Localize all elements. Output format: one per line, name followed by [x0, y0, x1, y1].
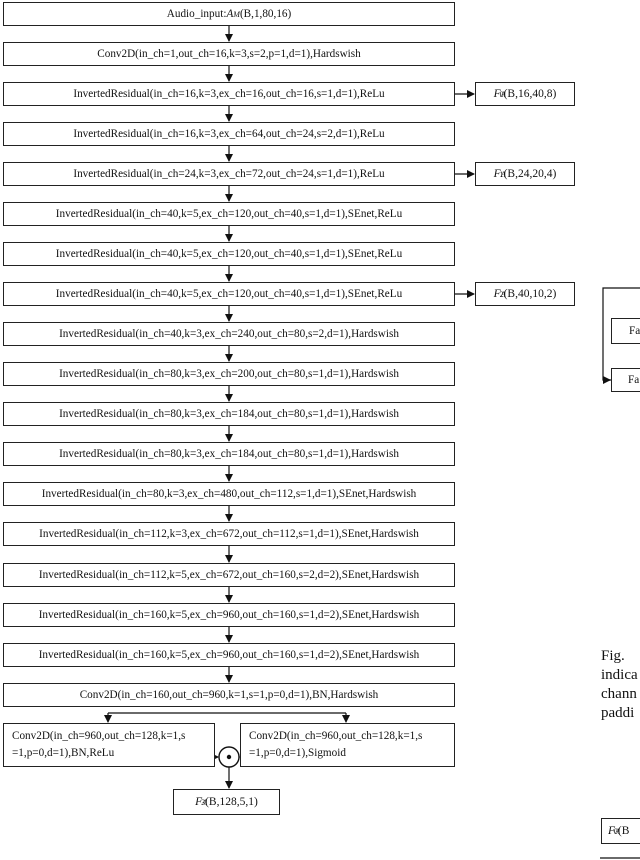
side-feature-symbol: F [493, 88, 501, 100]
ir-box: InvertedResidual(in_ch=40,k=3,ex_ch=240,… [3, 322, 455, 346]
audio-input-symbol: A [226, 8, 234, 20]
side-feature-sub: 2 [499, 289, 504, 299]
multiply-dot [226, 754, 232, 760]
side-feature-sup: A [500, 169, 506, 179]
ir-label: InvertedResidual(in_ch=40,k=5,ex_ch=120,… [55, 208, 403, 220]
conv-last-label: Conv2D(in_ch=160,out_ch=960,k=1,s=1,p=0,… [79, 689, 379, 701]
side-feature-shape: (B,40,10,2) [503, 288, 557, 300]
ir-box: InvertedResidual(in_ch=80,k=3,ex_ch=184,… [3, 442, 455, 466]
cropped-box-b: Fa [611, 368, 640, 392]
side-feature-symbol: F [493, 168, 501, 180]
output-sup: A [202, 797, 208, 807]
ir-label: InvertedResidual(in_ch=80,k=3,ex_ch=184,… [59, 448, 399, 460]
side-feature-shape: (B,16,40,8) [503, 88, 557, 100]
ir-box: InvertedResidual(in_ch=40,k=5,ex_ch=120,… [3, 202, 455, 226]
conv-first-label: Conv2D(in_ch=1,out_ch=16,k=3,s=2,p=1,d=1… [97, 48, 361, 60]
side-feature-shape: (B,24,20,4) [503, 168, 557, 180]
ir-label: InvertedResidual(in_ch=112,k=3,ex_ch=672… [39, 528, 419, 540]
ir-label: InvertedResidual(in_ch=16,k=3,ex_ch=64,o… [73, 128, 385, 140]
side-feature-sub: 0 [499, 89, 504, 99]
caption-line: paddi [601, 705, 635, 721]
cropped-feature-sub: 0 [613, 826, 618, 836]
output-shape: (B,128,5,1) [205, 796, 258, 808]
ir-label: InvertedResidual(in_ch=160,k=5,ex_ch=960… [38, 649, 420, 661]
audio-input-label: Audio_input: [166, 8, 227, 20]
ir-box: InvertedResidual(in_ch=80,k=3,ex_ch=480,… [3, 482, 455, 506]
side-feature-sup: A [500, 289, 506, 299]
ir-label: InvertedResidual(in_ch=24,k=3,ex_ch=72,o… [73, 168, 385, 180]
caption-line: chann [601, 686, 637, 702]
ir-label: InvertedResidual(in_ch=40,k=5,ex_ch=120,… [55, 288, 403, 300]
ir-label: InvertedResidual(in_ch=80,k=3,ex_ch=480,… [41, 488, 417, 500]
output-symbol: F [195, 796, 203, 808]
ir-box: InvertedResidual(in_ch=40,k=5,ex_ch=120,… [3, 242, 455, 266]
cropped-feature-text: (B [617, 825, 630, 837]
ir-box: InvertedResidual(in_ch=112,k=3,ex_ch=672… [3, 522, 455, 546]
caption-line: indica [601, 667, 638, 683]
ir-label: InvertedResidual(in_ch=80,k=3,ex_ch=200,… [59, 368, 399, 380]
ir-label: InvertedResidual(in_ch=80,k=3,ex_ch=184,… [59, 408, 399, 420]
cropped-box-a-label: Fa [629, 325, 640, 337]
side-feature-sup: A [500, 89, 506, 99]
cropped-box-b-label: Fa [628, 374, 640, 386]
ir-box: InvertedResidual(in_ch=112,k=5,ex_ch=672… [3, 563, 455, 587]
side-feature-symbol: F [493, 288, 501, 300]
ir-box: InvertedResidual(in_ch=80,k=3,ex_ch=184,… [3, 402, 455, 426]
ir-label: InvertedResidual(in_ch=40,k=3,ex_ch=240,… [59, 328, 399, 340]
cropped-feature-sup: A [615, 826, 620, 836]
ir-label: InvertedResidual(in_ch=16,k=3,ex_ch=16,o… [73, 88, 385, 100]
ir-box: InvertedResidual(in_ch=40,k=5,ex_ch=120,… [3, 282, 455, 306]
branch-right-label: Conv2D(in_ch=960,out_ch=128,k=1,s =1,p=0… [249, 730, 423, 759]
ir-box: InvertedResidual(in_ch=160,k=5,ex_ch=960… [3, 603, 455, 627]
conv-last-box: Conv2D(in_ch=160,out_ch=960,k=1,s=1,p=0,… [3, 683, 455, 707]
ir-box: InvertedResidual(in_ch=160,k=5,ex_ch=960… [3, 643, 455, 667]
audio-input-sup: M [233, 9, 240, 19]
ir-box: InvertedResidual(in_ch=16,k=3,ex_ch=16,o… [3, 82, 455, 106]
branch-left-box: Conv2D(in_ch=960,out_ch=128,k=1,s =1,p=0… [3, 723, 215, 767]
output-sub: 3 [201, 797, 206, 807]
ir-label: InvertedResidual(in_ch=112,k=5,ex_ch=672… [38, 569, 420, 581]
branch-left-label: Conv2D(in_ch=960,out_ch=128,k=1,s =1,p=0… [12, 730, 186, 759]
audio-input-shape: (B,1,80,16) [239, 8, 292, 20]
side-feature-sub: 1 [499, 169, 504, 179]
ir-label: InvertedResidual(in_ch=160,k=5,ex_ch=960… [38, 609, 420, 621]
ir-box: InvertedResidual(in_ch=24,k=3,ex_ch=72,o… [3, 162, 455, 186]
ir-box: InvertedResidual(in_ch=80,k=3,ex_ch=200,… [3, 362, 455, 386]
ir-box: InvertedResidual(in_ch=16,k=3,ex_ch=64,o… [3, 122, 455, 146]
conv-first-box: Conv2D(in_ch=1,out_ch=16,k=3,s=2,p=1,d=1… [3, 42, 455, 66]
cropped-box-a: Fa [611, 318, 640, 344]
branch-right-box: Conv2D(in_ch=960,out_ch=128,k=1,s =1,p=0… [240, 723, 455, 767]
ir-label: InvertedResidual(in_ch=40,k=5,ex_ch=120,… [55, 248, 403, 260]
cropped-feature-symbol: F [608, 825, 616, 837]
caption-line: Fig. [601, 648, 625, 664]
